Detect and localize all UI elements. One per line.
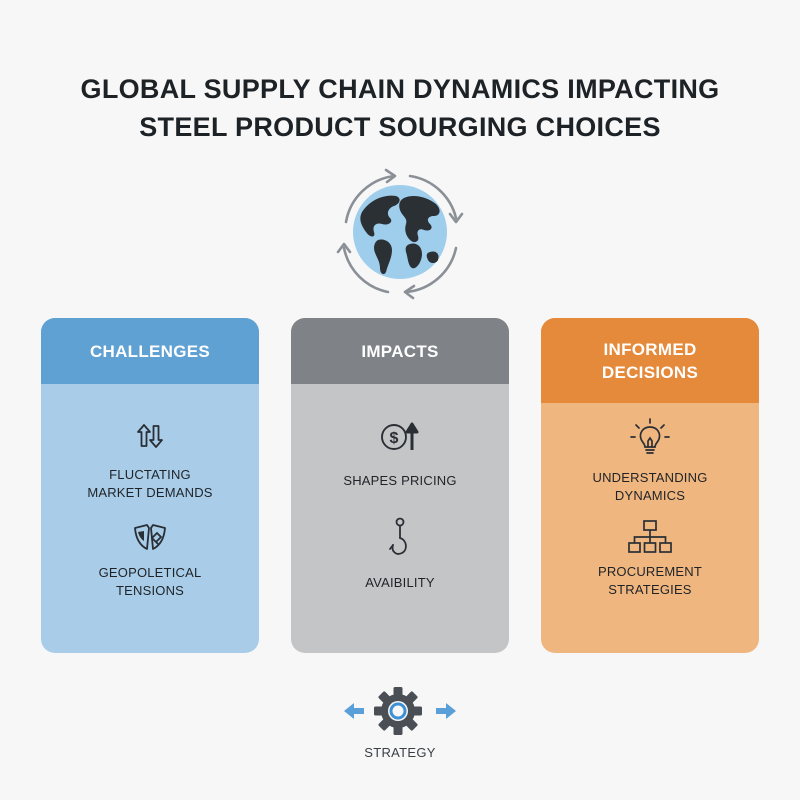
svg-text:$: $ <box>390 430 399 447</box>
title-line-1: GLOBAL SUPPLY CHAIN DYNAMICS IMPACTING <box>80 74 720 104</box>
impacts-heading: IMPACTS <box>291 318 509 384</box>
globe-cycle-icon <box>326 160 474 308</box>
challenge-item-geopolitical: GEOPOLETICAL TENSIONS <box>41 522 259 600</box>
right-arrow-icon <box>436 703 456 719</box>
up-down-arrows-icon <box>137 424 163 448</box>
impact-label: SHAPES PRICING <box>343 473 457 488</box>
decision-label-line1: PROCUREMENT <box>597 564 703 579</box>
challenges-heading: CHALLENGES <box>41 318 259 384</box>
page-title: GLOBAL SUPPLY CHAIN DYNAMICS IMPACTING S… <box>0 70 800 146</box>
strategy-label: STRATEGY <box>364 745 436 760</box>
decision-item-understanding: UNDERSTANDING DYNAMICS <box>541 417 759 505</box>
decision-label-line2: STRATEGIES <box>608 582 692 597</box>
decision-item-procurement: PROCUREMENT STRATEGIES <box>541 519 759 599</box>
shield-icon <box>134 524 166 550</box>
decisions-heading-line2: DECISIONS <box>601 362 699 382</box>
decisions-card: INFORMED DECISIONS UNDERSTANDING DYNAMIC… <box>541 318 759 653</box>
decision-label-line1: UNDERSTANDING <box>592 470 708 485</box>
impacts-card: IMPACTS $ SHAPES PRICING AVAIBILITY <box>291 318 509 653</box>
decisions-heading: INFORMED DECISIONS <box>541 318 759 403</box>
challenge-label-line1: GEOPOLETICAL <box>98 565 202 580</box>
left-arrow-icon <box>344 703 364 719</box>
challenge-label-line1: FLUCTATING <box>109 467 191 482</box>
org-chart-icon <box>628 520 672 553</box>
lightbulb-icon <box>630 418 670 454</box>
decision-label-line2: DYNAMICS <box>614 488 686 503</box>
challenge-label-line2: TENSIONS <box>115 583 185 598</box>
dollar-up-icon: $ <box>381 422 419 450</box>
decisions-heading-line1: INFORMED <box>603 339 697 359</box>
gear-icon <box>374 687 422 735</box>
title-line-2: STEEL PRODUCT SOURGING CHOICES <box>139 112 661 142</box>
impact-item-availability: AVAIBILITY <box>291 516 509 592</box>
challenge-item-market: FLUCTATING MARKET DEMANDS <box>41 420 259 502</box>
impact-item-pricing: $ SHAPES PRICING <box>291 416 509 490</box>
hook-icon <box>389 517 407 555</box>
impact-label: AVAIBILITY <box>365 575 435 590</box>
strategy-graphic <box>0 683 800 763</box>
challenge-label-line2: MARKET DEMANDS <box>87 485 213 500</box>
challenges-card: CHALLENGES FLUCTATING MARKET DEMANDS <box>41 318 259 653</box>
